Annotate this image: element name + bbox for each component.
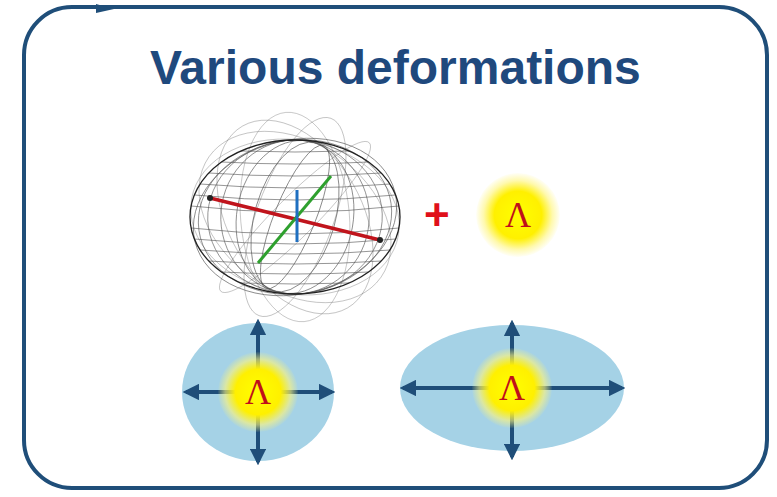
spherical-shape — [182, 323, 334, 461]
lambda-symbol: Λ — [505, 197, 531, 233]
lambda-glow: Λ — [476, 173, 560, 257]
title: Various deformations — [150, 40, 641, 95]
frame — [24, 7, 767, 488]
frame-tip — [96, 4, 114, 13]
lambda-symbol: Λ — [499, 370, 525, 406]
axis-end — [377, 237, 383, 243]
axis-end — [207, 195, 213, 201]
lambda-glow: Λ — [472, 348, 552, 428]
wireframe-ellipsoid — [166, 93, 423, 342]
middle-axis — [258, 176, 331, 263]
ellipsoid-outline — [190, 140, 400, 294]
lambda-symbol: Λ — [245, 374, 271, 410]
deformation-arrows — [186, 322, 332, 462]
short-axis — [296, 190, 299, 242]
plus-sign: + — [424, 193, 450, 237]
lambda-glow: Λ — [218, 352, 298, 432]
deformation-arrows — [403, 323, 622, 457]
